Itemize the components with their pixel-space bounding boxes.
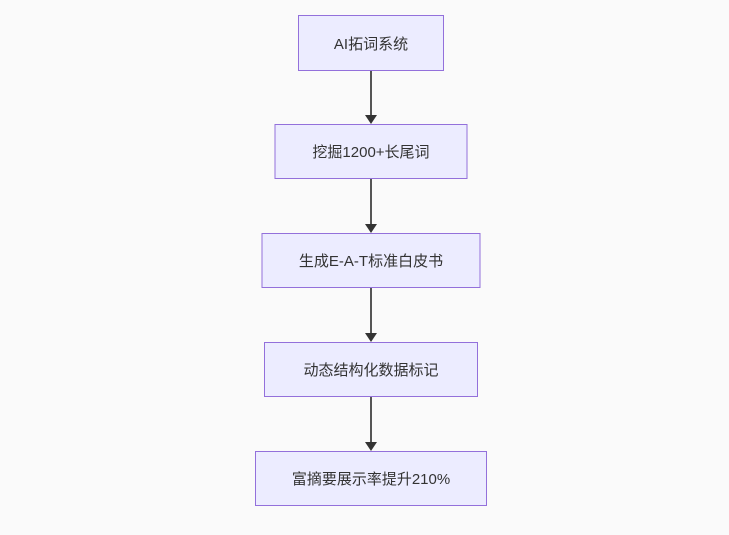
arrowhead-down-icon bbox=[365, 115, 377, 124]
arrow-line bbox=[370, 288, 372, 333]
flow-arrow-4 bbox=[365, 397, 377, 451]
arrowhead-down-icon bbox=[365, 224, 377, 233]
arrow-line bbox=[370, 179, 372, 224]
arrowhead-down-icon bbox=[365, 442, 377, 451]
node-label: 生成E-A-T标准白皮书 bbox=[298, 253, 444, 270]
arrowhead-down-icon bbox=[365, 333, 377, 342]
flowchart-node-ai-keyword-system: AI拓词系统 bbox=[298, 15, 444, 71]
flowchart-node-longtail-mining: 挖掘1200+长尾词 bbox=[274, 124, 468, 179]
node-label: 动态结构化数据标记 bbox=[303, 362, 439, 379]
flowchart-node-rich-snippet-result: 富摘要展示率提升210% bbox=[255, 451, 487, 506]
node-label: AI拓词系统 bbox=[333, 35, 409, 53]
flowchart-node-structured-data-markup: 动态结构化数据标记 bbox=[264, 342, 478, 397]
flow-arrow-3 bbox=[365, 288, 377, 342]
flowchart-node-eat-whitepaper: 生成E-A-T标准白皮书 bbox=[261, 233, 481, 288]
arrow-line bbox=[370, 71, 372, 115]
flow-arrow-1 bbox=[365, 71, 377, 124]
arrow-line bbox=[370, 397, 372, 442]
flow-arrow-2 bbox=[365, 179, 377, 233]
node-label: 富摘要展示率提升210% bbox=[291, 471, 451, 488]
node-label: 挖掘1200+长尾词 bbox=[312, 144, 430, 161]
